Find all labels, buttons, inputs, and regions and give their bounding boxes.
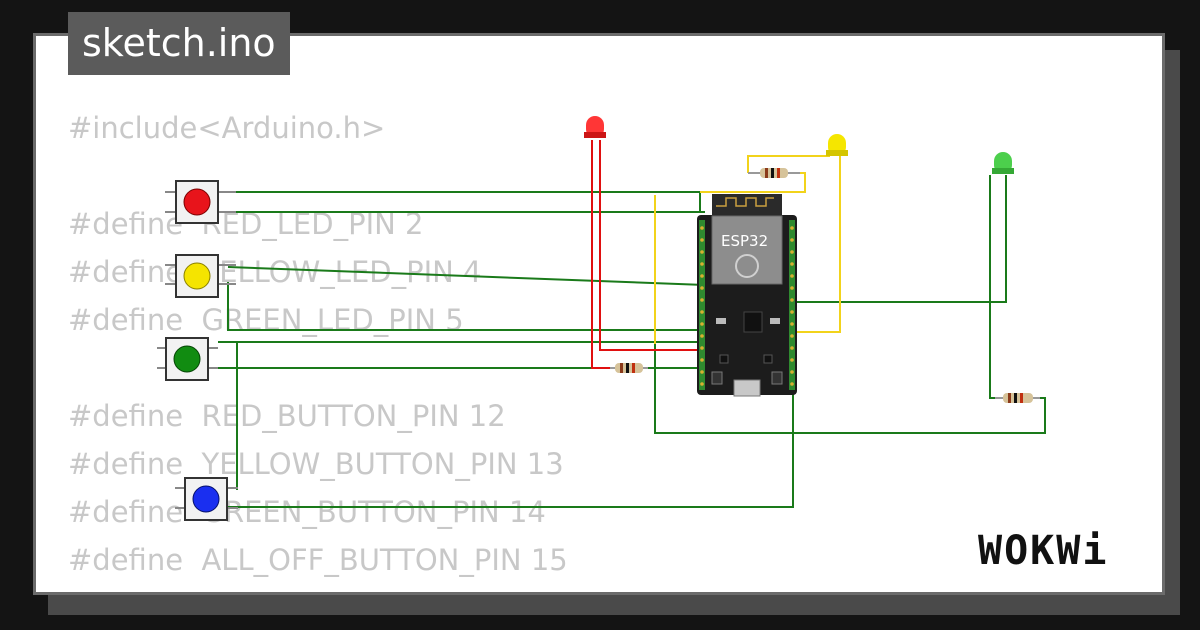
wire xyxy=(747,155,830,173)
wire xyxy=(227,266,706,286)
resistor xyxy=(748,168,800,178)
code-line: #define YELLOW_BUTTON_PIN 13 xyxy=(68,447,564,481)
code-line: #define GREEN_LED_PIN 5 xyxy=(68,303,464,337)
file-tab[interactable]: sketch.ino xyxy=(68,12,290,75)
resistor xyxy=(610,363,648,373)
wire xyxy=(228,191,701,212)
board-label: ESP32 xyxy=(721,232,768,250)
green-pushbutton[interactable] xyxy=(157,337,218,381)
code-line: #define RED_BUTTON_PIN 12 xyxy=(68,399,506,433)
yellow-pushbutton[interactable] xyxy=(165,254,236,298)
wire xyxy=(591,140,615,369)
yellow-led[interactable] xyxy=(826,134,848,156)
wire xyxy=(793,175,1007,303)
wire xyxy=(700,172,806,193)
code-line: #define GREEN_BUTTON_PIN 14 xyxy=(68,495,546,529)
resistor xyxy=(995,393,1040,403)
wire xyxy=(228,390,794,508)
wire xyxy=(795,156,841,333)
blue-pushbutton[interactable] xyxy=(175,477,238,521)
wire xyxy=(218,341,238,490)
red-pushbutton[interactable] xyxy=(165,180,236,224)
code-line: #define YELLOW_LED_PIN 4 xyxy=(68,255,482,289)
wire xyxy=(227,282,705,331)
code-line: #include<Arduino.h> xyxy=(68,111,386,145)
code-listing: #include<Arduino.h> #define RED_LED_PIN … xyxy=(68,104,568,577)
code-line: #define ALL_OFF_BUTTON_PIN 15 xyxy=(68,543,568,577)
green-led[interactable] xyxy=(992,152,1014,174)
green-wires xyxy=(208,175,1046,508)
wire xyxy=(989,175,1005,399)
esp32-board[interactable] xyxy=(697,194,797,397)
red-led[interactable] xyxy=(584,116,606,138)
wokwi-logo: WOKWi xyxy=(978,528,1109,574)
